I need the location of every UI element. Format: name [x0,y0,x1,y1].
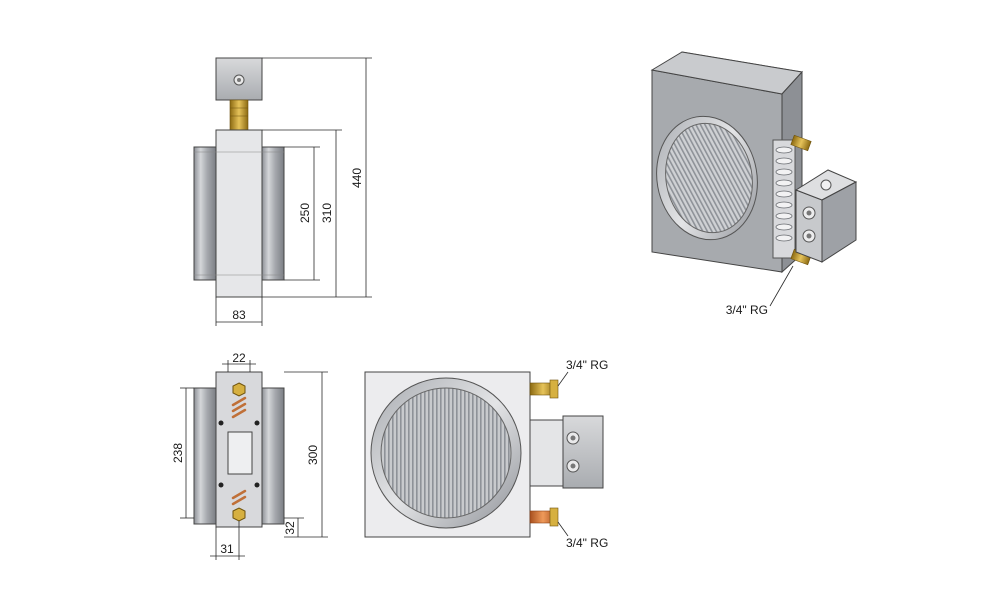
dim-side-right-height: 300 [306,445,320,465]
top-side-connector [529,419,564,487]
side-collar-right [261,387,285,525]
label-connection-bottom: 3/4" RG [566,536,608,550]
heater-plate [215,129,263,298]
iso-terminal-box-front [795,189,823,263]
side-tubes [231,396,247,506]
dim-side-bottom-width: 31 [220,542,234,556]
iso-coil-tubes [775,146,793,242]
side-view: 22 238 300 32 31 [171,351,328,560]
label-connection-top: 3/4" RG [566,358,608,372]
hex-nut-bottom [232,507,246,522]
front-view: 440 310 250 83 [193,57,372,326]
top-terminal-box [562,415,604,489]
dim-front-total-height: 440 [350,168,364,188]
dim-side-bottom-offset: 32 [283,521,297,535]
duct-collar-right [261,146,285,281]
dim-side-top-width: 22 [232,351,246,365]
hex-nut-top [232,382,246,397]
side-collar-left [193,387,217,525]
dim-side-left-height: 238 [171,443,185,463]
brass-fitting [229,99,249,131]
iso-terminal-box-side [821,181,857,263]
side-plate-window [227,431,253,475]
dim-front-inner-height: 310 [320,203,334,223]
dim-front-width: 83 [232,308,246,322]
isometric-view: 3/4" RG [650,51,858,317]
dim-front-duct-height: 250 [298,203,312,223]
iso-fitting-top [790,134,812,152]
label-connection-iso: 3/4" RG [726,303,768,317]
iso-coil-fins [665,122,753,234]
iso-lid-gland-icon [820,179,832,191]
top-coil-fins [380,387,512,519]
duct-collar-left [193,146,217,281]
top-view: 3/4" RG 3/4" RG [364,358,608,550]
